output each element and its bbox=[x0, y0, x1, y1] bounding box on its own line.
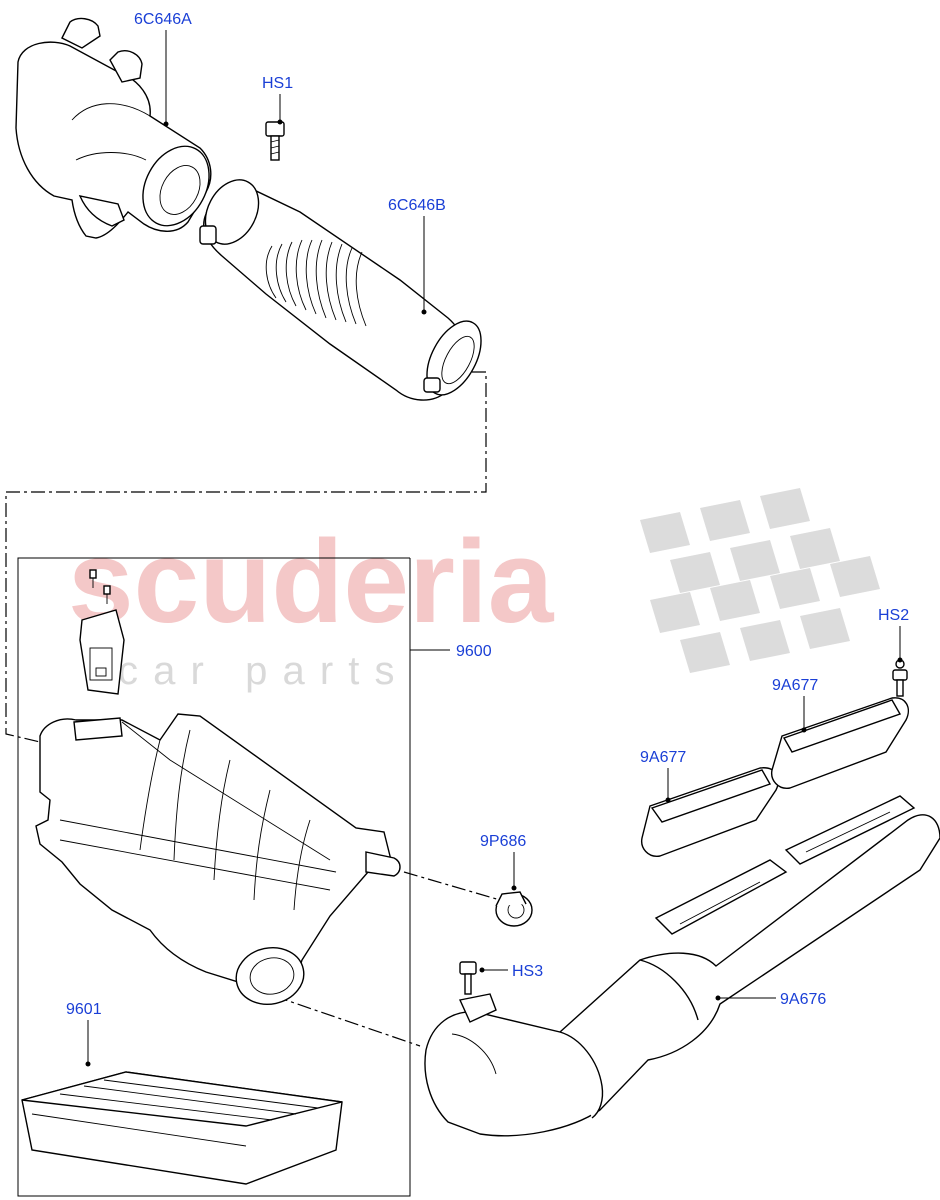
leader-lines bbox=[85, 30, 903, 1067]
bolt-hs1 bbox=[265, 121, 285, 161]
callout-6c646a: 6C646A bbox=[134, 11, 192, 28]
rubber-isolator-9p686 bbox=[495, 891, 533, 927]
watermark-brand: scuderia bbox=[68, 516, 555, 648]
callout-9a676: 9A676 bbox=[780, 991, 826, 1008]
callout-9a677-lower: 9A677 bbox=[640, 749, 686, 766]
air-outlet-duct-9a676 bbox=[424, 795, 940, 1137]
corrugated-hose-6c646b bbox=[199, 179, 482, 401]
vent-grille-9a677-lower bbox=[641, 767, 779, 857]
callout-9a677-upper: 9A677 bbox=[772, 677, 818, 694]
flow-line-airbox-to-isolator bbox=[403, 871, 501, 901]
air-intake-duct-6c646a bbox=[15, 17, 212, 239]
callout-6c646b: 6C646B bbox=[388, 197, 446, 214]
callout-labels: 6C646A HS1 6C646B 9600 HS2 9A677 9A677 9… bbox=[66, 11, 909, 1018]
watermark-tagline: c a r p a r t s bbox=[118, 649, 397, 693]
flow-line-duct-to-airbox bbox=[5, 371, 487, 743]
flow-line-airbox-to-outlet-duct bbox=[273, 995, 421, 1047]
checkered-flag-watermark bbox=[640, 488, 880, 673]
watermark: scuderia c a r p a r t s bbox=[68, 488, 880, 693]
assembly-frame bbox=[17, 557, 411, 1197]
callout-hs2: HS2 bbox=[878, 607, 909, 624]
mass-air-flow-sensor bbox=[79, 569, 125, 695]
bolt-hs2 bbox=[892, 659, 908, 697]
vent-grille-9a677-upper bbox=[771, 697, 910, 789]
hose-corrugations bbox=[265, 239, 367, 327]
callout-9601: 9601 bbox=[66, 1001, 102, 1018]
air-cleaner-housing-9600 bbox=[35, 713, 401, 1005]
air-filter-element-9601 bbox=[21, 1071, 343, 1185]
callout-hs1: HS1 bbox=[262, 75, 293, 92]
bolt-hs3 bbox=[459, 961, 477, 995]
callout-hs3: HS3 bbox=[512, 963, 543, 980]
callout-9600: 9600 bbox=[456, 643, 492, 660]
callout-9p686: 9P686 bbox=[480, 833, 526, 850]
